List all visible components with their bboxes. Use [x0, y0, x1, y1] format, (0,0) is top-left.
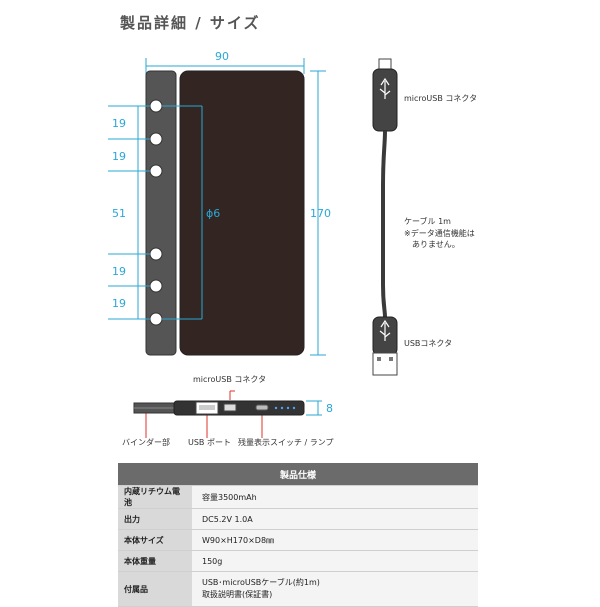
gap-dimension: 19	[112, 265, 126, 278]
table-row: 出力 DC5.2V 1.0A	[118, 508, 478, 530]
front-view-diagram	[108, 58, 326, 356]
binder-hole	[149, 164, 163, 178]
spec-value-line: USB･microUSBケーブル(約1m)	[202, 578, 320, 587]
spec-value: USB･microUSBケーブル(約1m) 取扱説明書(保証書)	[192, 571, 478, 607]
spec-value: W90×H170×D8㎜	[192, 529, 478, 551]
gap-dimension: 19	[112, 297, 126, 310]
binder-hole	[149, 279, 163, 293]
side-microusb-label: microUSB コネクタ	[193, 375, 267, 384]
cable-note-line2: ありません。	[412, 240, 460, 249]
spec-key: 本体重量	[118, 550, 192, 572]
page-title: 製品詳細 / サイズ	[120, 14, 261, 32]
binder-part-label: バインダー部	[122, 438, 170, 447]
table-row: 付属品 USB･microUSBケーブル(約1m) 取扱説明書(保証書)	[118, 571, 478, 607]
microusb-connector-label: microUSB コネクタ	[404, 94, 478, 103]
spec-value: 容量3500mAh	[192, 485, 478, 509]
spec-key: 内蔵リチウム電池	[118, 485, 192, 509]
spec-value-line: 取扱説明書(保証書)	[202, 590, 273, 599]
gap-dimension: 19	[112, 117, 126, 130]
width-dimension: 90	[215, 50, 229, 63]
spec-value: 150g	[192, 550, 478, 572]
usb-connector-label: USBコネクタ	[404, 339, 453, 348]
spec-key: 本体サイズ	[118, 529, 192, 551]
hole-diameter: ϕ6	[206, 207, 221, 220]
spec-table-header: 製品仕様	[118, 463, 478, 486]
spec-value: DC5.2V 1.0A	[192, 508, 478, 530]
table-row: 内蔵リチウム電池 容量3500mAh	[118, 485, 478, 509]
spec-table: 製品仕様 内蔵リチウム電池 容量3500mAh 出力 DC5.2V 1.0A 本…	[118, 463, 478, 607]
gap-dimension: 51	[112, 207, 126, 220]
binder-hole	[149, 132, 163, 146]
spec-key: 付属品	[118, 571, 192, 607]
table-row: 本体サイズ W90×H170×D8㎜	[118, 529, 478, 551]
height-dimension: 170	[310, 207, 331, 220]
device-body	[179, 70, 305, 356]
gap-dimension: 19	[112, 150, 126, 163]
binder-hole	[149, 312, 163, 326]
table-row: 本体重量 150g	[118, 550, 478, 572]
side-view-diagram	[133, 390, 322, 438]
cable-illustration	[372, 58, 398, 376]
cable-note-line1: ※データ通信機能は	[404, 229, 475, 238]
thickness-dimension: 8	[326, 402, 333, 415]
usb-port-label: USB ポート	[188, 438, 231, 447]
binder-hole	[149, 247, 163, 261]
binder-strip	[145, 70, 177, 356]
cable-length-label: ケーブル 1m	[404, 217, 451, 226]
binder-hole	[149, 99, 163, 113]
spec-key: 出力	[118, 508, 192, 530]
battery-switch-label: 残量表示スイッチ / ランプ	[238, 438, 334, 447]
